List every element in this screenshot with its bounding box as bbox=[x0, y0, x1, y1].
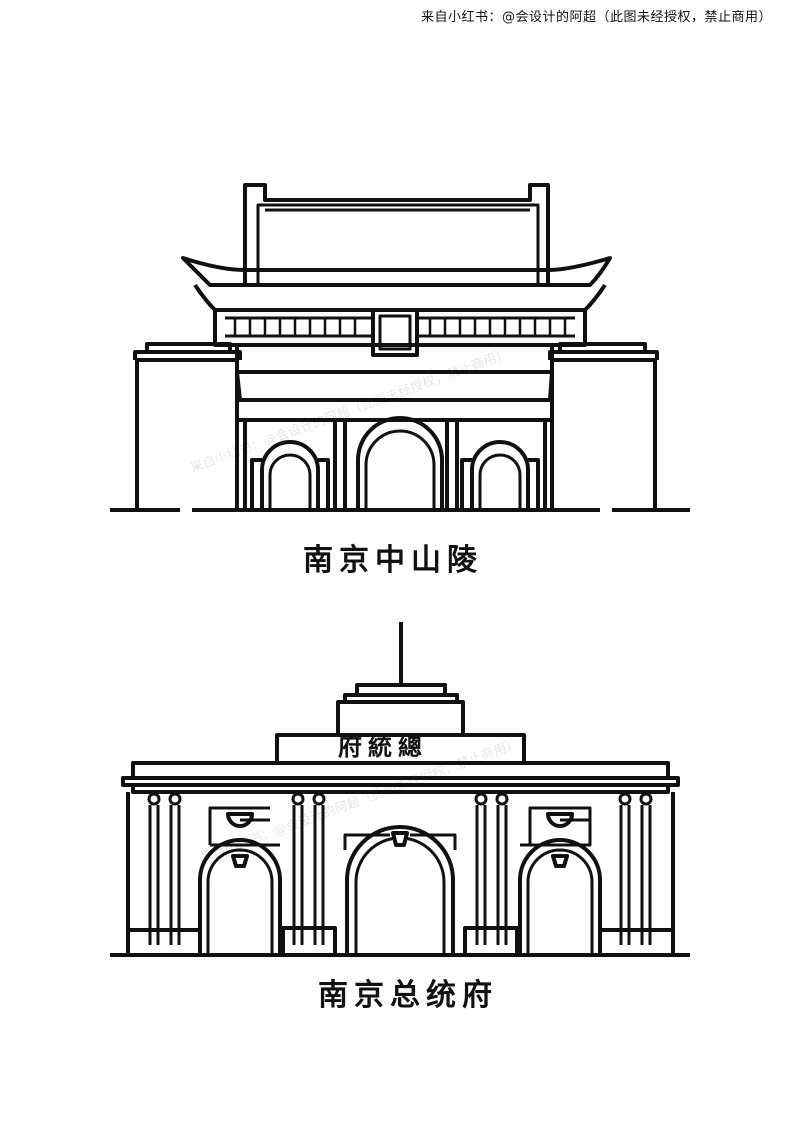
zhongshanling-drawing bbox=[110, 183, 690, 512]
caption-presidential-palace: 南京总统府 bbox=[318, 978, 498, 1013]
credit-text: 来自小红书：@会设计的阿超（此图未经授权，禁止商用） bbox=[420, 10, 772, 25]
presidential-palace-drawing bbox=[110, 622, 690, 957]
palace-sign: 府統總 bbox=[338, 732, 428, 761]
caption-zhongshanling: 南京中山陵 bbox=[303, 543, 483, 578]
